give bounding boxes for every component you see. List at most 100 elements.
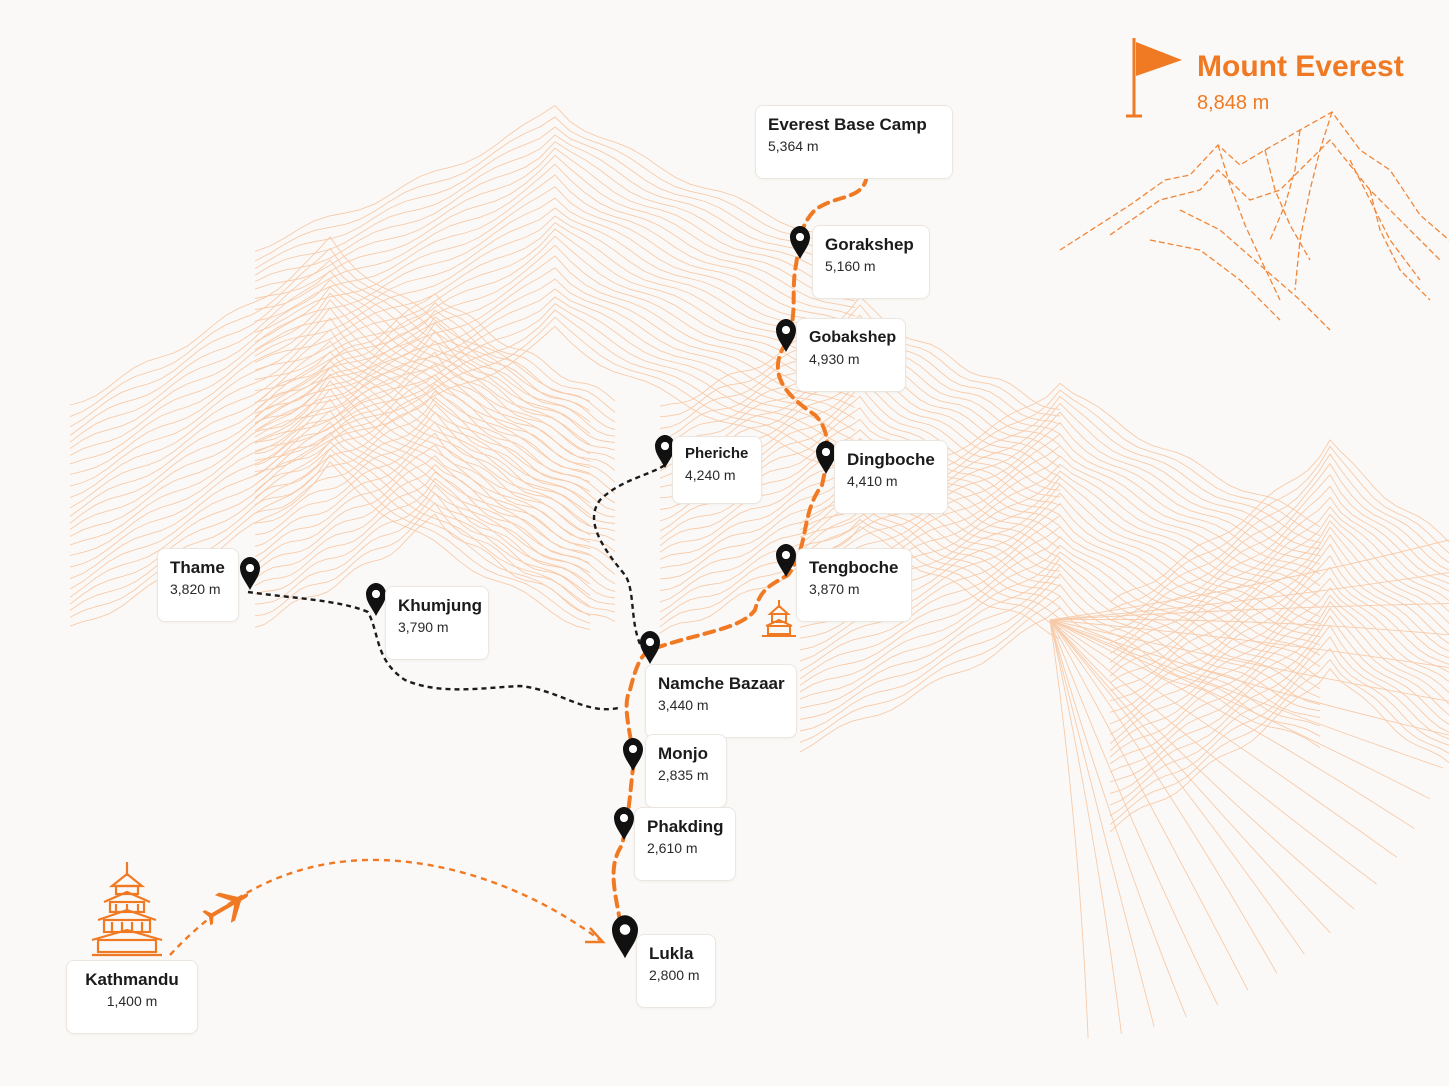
label-monjo[interactable]: Monjo 2,835 m — [645, 734, 727, 808]
place-elevation: 5,364 m — [768, 138, 819, 154]
contour-line — [659, 518, 1061, 631]
contour-line — [254, 390, 616, 504]
place-name: Gorakshep — [825, 235, 914, 254]
map-pin-icon[interactable] — [776, 544, 796, 577]
contour-line — [799, 544, 1321, 690]
contour-line — [659, 525, 1061, 640]
map-pin-icon[interactable] — [816, 441, 836, 474]
contour-line — [254, 513, 616, 628]
map-pin-icon[interactable] — [366, 583, 386, 616]
contour-line — [254, 288, 856, 432]
contour-line — [254, 471, 616, 585]
map-pin-icon[interactable] — [790, 226, 810, 259]
contour-line — [69, 409, 591, 580]
summit-title: Mount Everest — [1197, 50, 1404, 83]
contour-line — [1109, 526, 1449, 692]
contour-line — [69, 432, 591, 598]
label-lukla[interactable]: Lukla 2,800 m — [636, 934, 716, 1008]
contour-line — [69, 454, 591, 624]
map-pin-icon[interactable] — [612, 915, 638, 959]
place-elevation: 4,240 m — [685, 467, 736, 483]
ridge-line — [1049, 619, 1155, 1028]
contour-line — [254, 455, 616, 566]
ridge-line — [1049, 619, 1089, 1039]
contour-line — [1109, 587, 1449, 752]
label-gobakshep[interactable]: Gobakshep 4,930 m — [796, 318, 906, 392]
contour-line — [1109, 658, 1449, 826]
contour-line — [254, 278, 856, 424]
ridge-line — [1049, 619, 1377, 885]
contour-line — [254, 116, 856, 262]
contour-line — [69, 461, 591, 631]
ridge-line — [1049, 619, 1278, 974]
contour-line — [69, 421, 591, 590]
label-dingboche[interactable]: Dingboche 4,410 m — [834, 440, 948, 514]
contour-line — [254, 411, 616, 524]
label-everest-base-camp[interactable]: Everest Base Camp 5,364 m — [755, 105, 953, 179]
ridge-line — [1049, 619, 1331, 934]
contour-line — [799, 421, 1321, 570]
label-phakding[interactable]: Phakding 2,610 m — [634, 807, 736, 881]
contour-line — [1109, 577, 1449, 745]
summit-elevation: 8,848 m — [1197, 92, 1270, 114]
place-elevation: 4,930 m — [809, 351, 860, 367]
contour-line — [1109, 594, 1449, 758]
contour-line — [1109, 647, 1449, 817]
label-pheriche[interactable]: Pheriche 4,240 m — [672, 436, 762, 504]
place-elevation: 1,400 m — [106, 993, 158, 1009]
contour-line — [254, 309, 856, 457]
contour-line — [799, 584, 1321, 732]
contour-line — [799, 551, 1321, 699]
place-name: Everest Base Camp — [768, 115, 927, 134]
map-pin-icon[interactable] — [614, 807, 634, 840]
map-pin-icon[interactable] — [640, 631, 660, 664]
contour-line — [1109, 520, 1449, 684]
ridge-line — [1049, 619, 1431, 800]
contour-line — [254, 325, 856, 473]
place-name: Tengboche — [809, 558, 899, 577]
place-name: Thame — [170, 558, 225, 577]
contour-line — [659, 437, 1061, 550]
place-elevation: 5,160 m — [825, 258, 876, 274]
contour-line — [254, 330, 616, 443]
airplane-icon — [202, 892, 249, 926]
ridge-line — [1049, 539, 1449, 621]
contour-line — [799, 595, 1321, 743]
place-name: Dingboche — [847, 450, 935, 469]
label-khumjung[interactable]: Khumjung 3,790 m — [385, 586, 489, 660]
contour-line — [1109, 445, 1449, 611]
contour-line — [254, 163, 856, 310]
map-pin-icon[interactable] — [655, 435, 675, 468]
place-name: Kathmandu — [85, 970, 179, 989]
flag-icon — [1126, 38, 1182, 118]
contour-line — [254, 464, 616, 575]
contour-line — [254, 432, 616, 547]
label-gorakshep[interactable]: Gorakshep 5,160 m — [812, 225, 930, 299]
map-pin-icon[interactable] — [776, 319, 796, 352]
contour-line — [1109, 543, 1449, 713]
contour-line — [254, 207, 856, 351]
label-namche-bazaar[interactable]: Namche Bazaar 3,440 m — [645, 664, 797, 738]
contour-line — [254, 197, 856, 343]
ridge-line — [1049, 619, 1397, 858]
label-tengboche[interactable]: Tengboche 3,870 m — [796, 548, 912, 622]
contour-line — [659, 314, 1061, 429]
ridge-line — [1049, 619, 1415, 830]
label-thame[interactable]: Thame 3,820 m — [157, 548, 239, 622]
map-pin-icon[interactable] — [240, 557, 260, 590]
place-name: Monjo — [658, 744, 709, 763]
place-name: Khumjung — [398, 596, 483, 615]
place-name: Lukla — [649, 944, 694, 963]
contour-line — [254, 228, 856, 376]
contour-line — [254, 374, 616, 485]
contour-line — [254, 340, 616, 455]
contour-line — [254, 363, 616, 477]
map-pin-icon[interactable] — [623, 738, 643, 771]
contour-line — [1109, 496, 1449, 664]
contour-line — [69, 373, 591, 543]
contour-line — [254, 322, 616, 437]
side-routes — [247, 463, 666, 711]
contour-line — [69, 259, 591, 428]
label-kathmandu[interactable]: Kathmandu 1,400 m — [66, 960, 198, 1034]
contour-line — [254, 396, 616, 512]
